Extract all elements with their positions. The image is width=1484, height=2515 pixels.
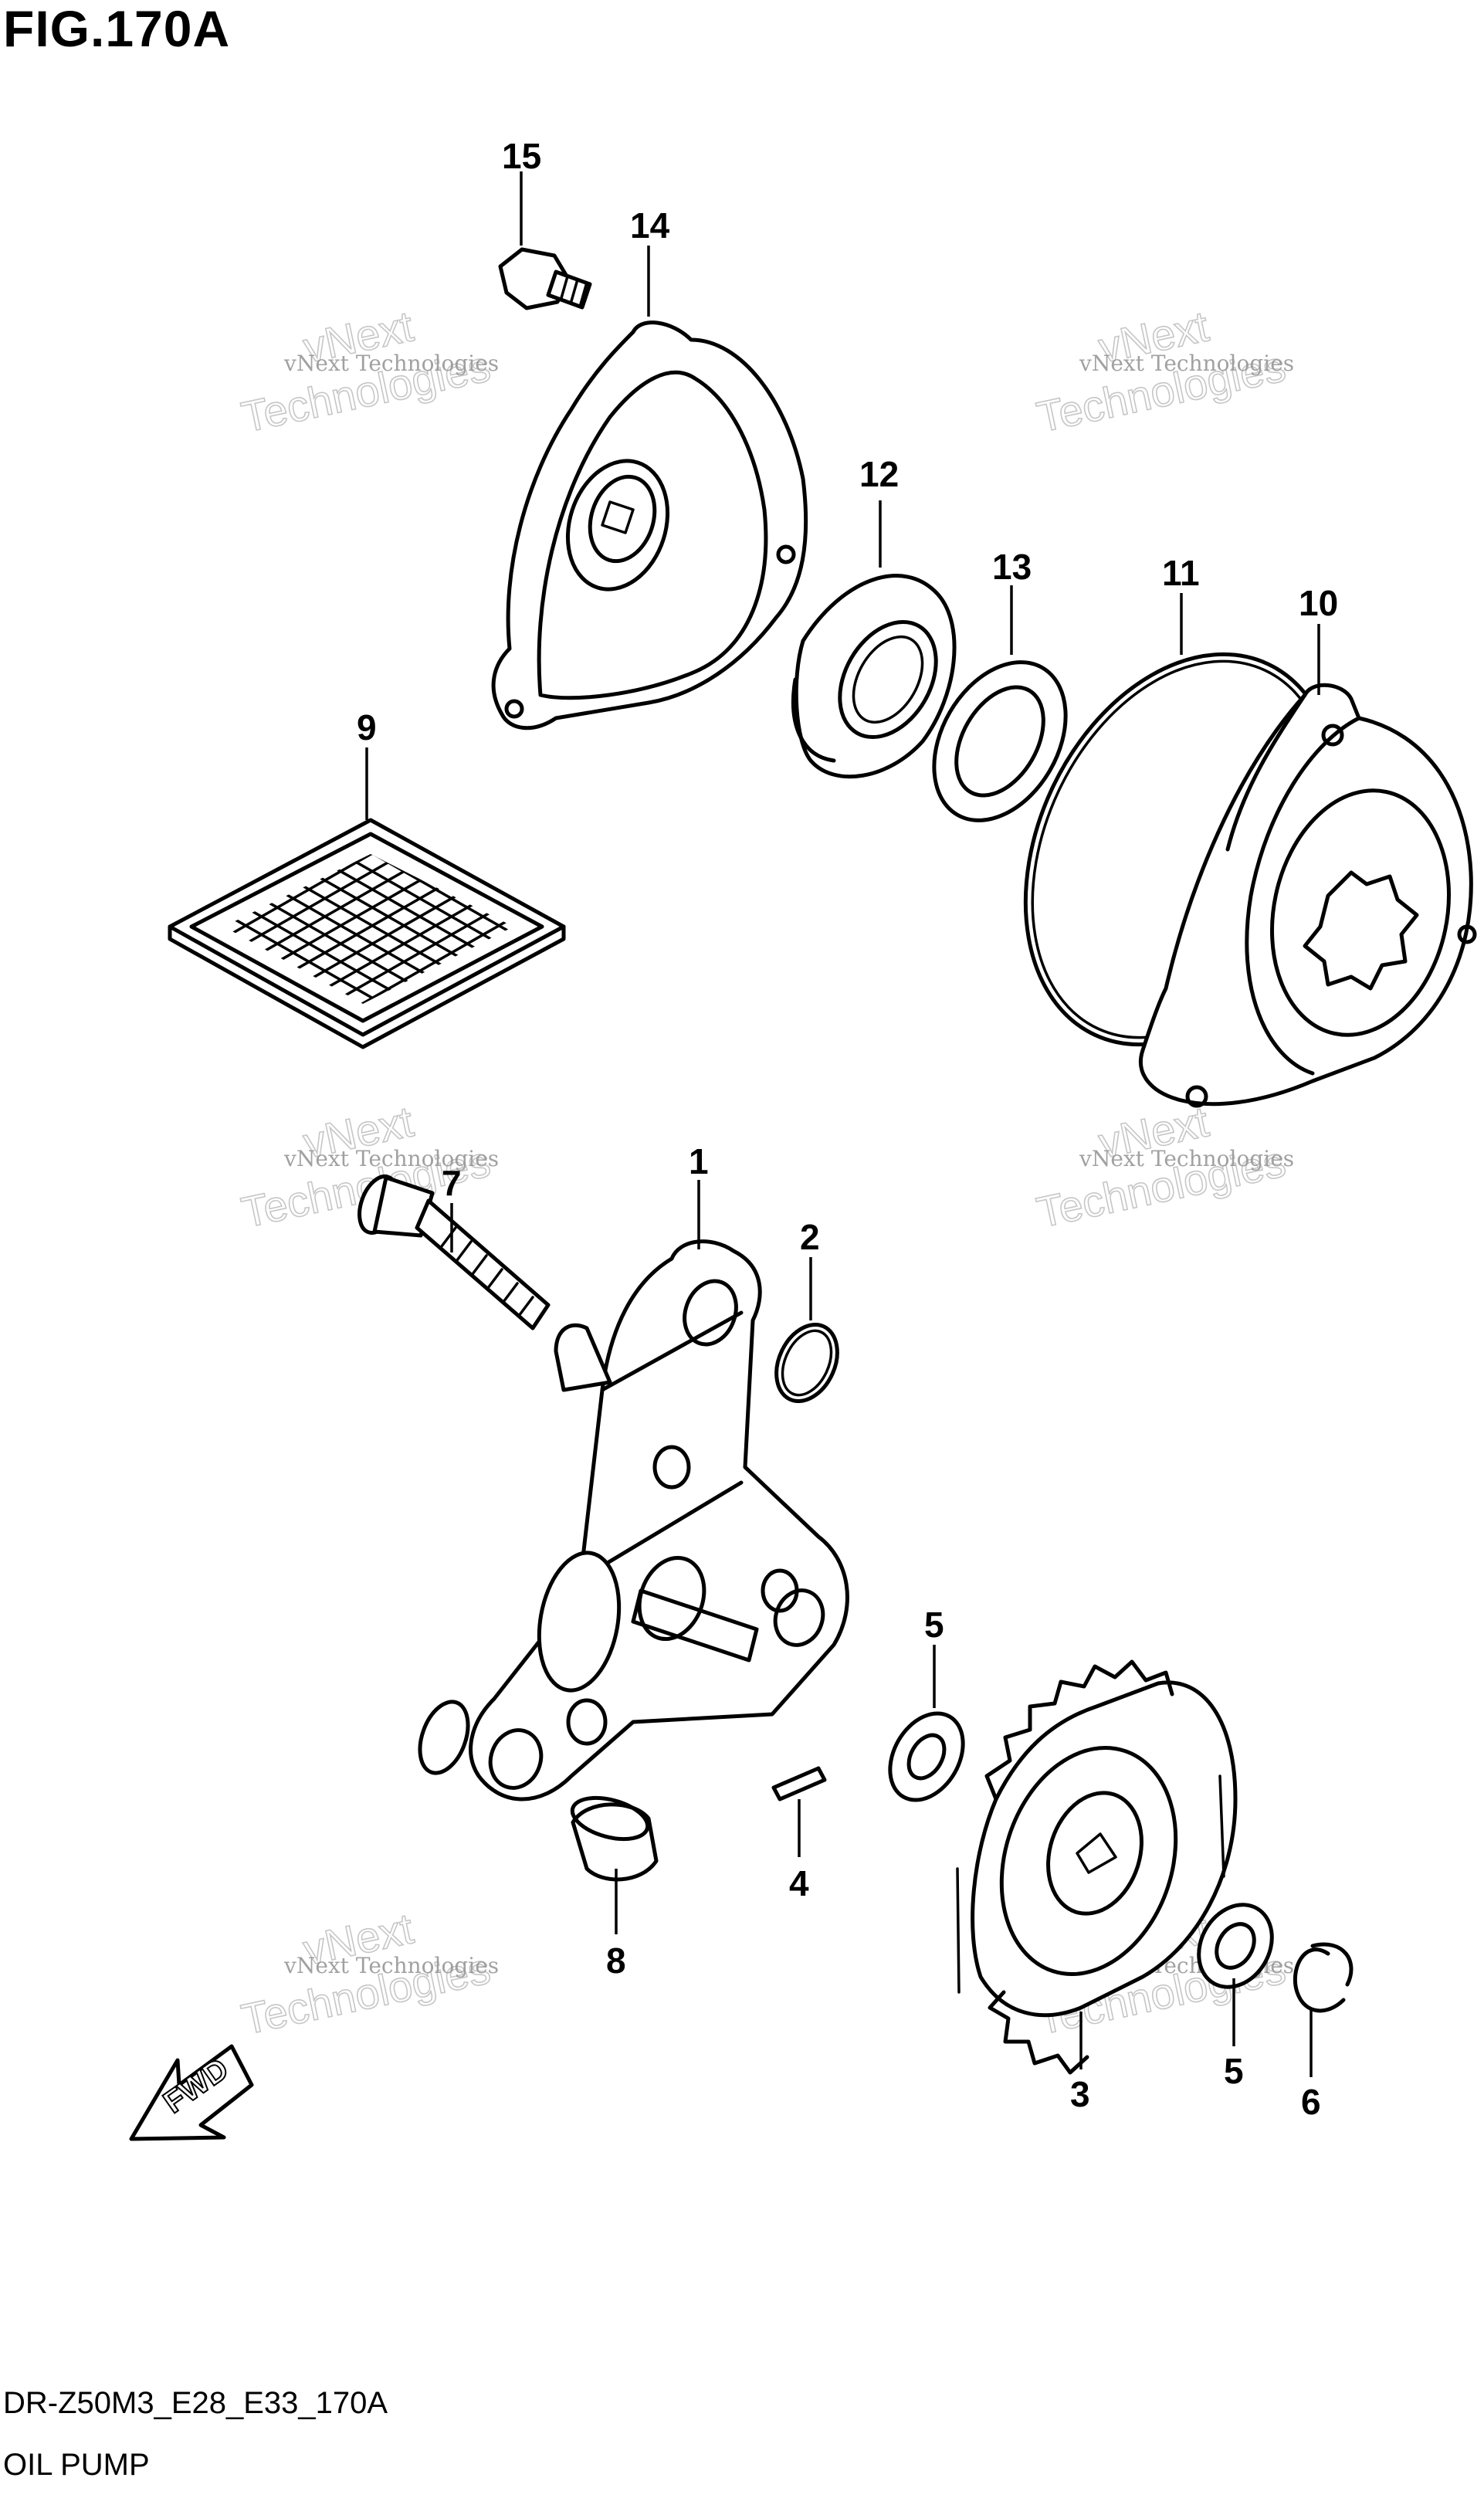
callout-3: 3 <box>1070 2074 1090 2114</box>
figure-title: FIG.170A <box>3 0 231 57</box>
callout-1: 1 <box>689 1141 709 1181</box>
callout-2: 2 <box>800 1217 820 1257</box>
diagram-code: DR-Z50M3_E28_E33_170A <box>3 2386 388 2420</box>
callout-6: 6 <box>1301 2082 1321 2122</box>
watermark-text: vNext Technologies <box>1079 351 1294 376</box>
part-5-washer-upper <box>888 1711 965 1802</box>
callout-10: 10 <box>1299 583 1338 623</box>
part-6-circlip <box>1293 1942 1354 2013</box>
part-12-oil-seal <box>791 574 957 779</box>
watermark-group-2: vNext Technologies Technologies vNext <box>1032 300 1295 442</box>
part-5-washer-lower <box>1197 1903 1274 1989</box>
callout-12: 12 <box>859 454 899 494</box>
callout-4: 4 <box>789 1863 809 1903</box>
callout-labels: 15 14 12 13 11 10 9 7 1 2 5 4 8 3 5 6 <box>357 136 1338 2122</box>
part-15-bolt <box>498 247 592 310</box>
callout-13: 13 <box>992 547 1032 587</box>
watermark-text: vNext Technologies <box>283 1953 499 1978</box>
part-2-o-ring <box>774 1322 839 1404</box>
part-7-bolt <box>357 1174 551 1330</box>
part-14-cover <box>491 320 808 730</box>
callout-5-upper: 5 <box>924 1605 944 1645</box>
callout-15: 15 <box>502 136 541 176</box>
watermark-group-5: vNext Technologies Technologies vNext <box>237 1903 500 2044</box>
fwd-arrow-indicator: FWD <box>129 2044 254 2141</box>
part-1-pump-body <box>418 1239 849 1802</box>
watermark-text: vNext Technologies <box>1079 1146 1294 1171</box>
part-3-gear <box>956 1659 1238 2075</box>
callout-9: 9 <box>357 707 377 747</box>
watermark-text: vNext Technologies <box>283 1146 499 1171</box>
callout-11: 11 <box>1162 553 1200 593</box>
watermark-group-4: vNext Technologies Technologies vNext <box>1032 1096 1295 1237</box>
leader-lines <box>365 171 1320 2077</box>
part-13-washer <box>932 660 1068 822</box>
callout-7: 7 <box>442 1163 462 1203</box>
part-4-pin <box>771 1766 827 1802</box>
part-10-housing <box>1139 683 1477 1108</box>
callout-5-lower: 5 <box>1224 2051 1244 2091</box>
watermark-group-1: vNext Technologies Technologies vNext <box>237 300 500 442</box>
watermark-text: vNext Technologies <box>283 351 499 376</box>
callout-14: 14 <box>630 205 670 246</box>
diagram-name: OIL PUMP <box>3 2448 150 2482</box>
part-9-strainer <box>168 818 566 1049</box>
callout-8: 8 <box>606 1940 626 1981</box>
part-8-bushing <box>570 1795 659 1882</box>
